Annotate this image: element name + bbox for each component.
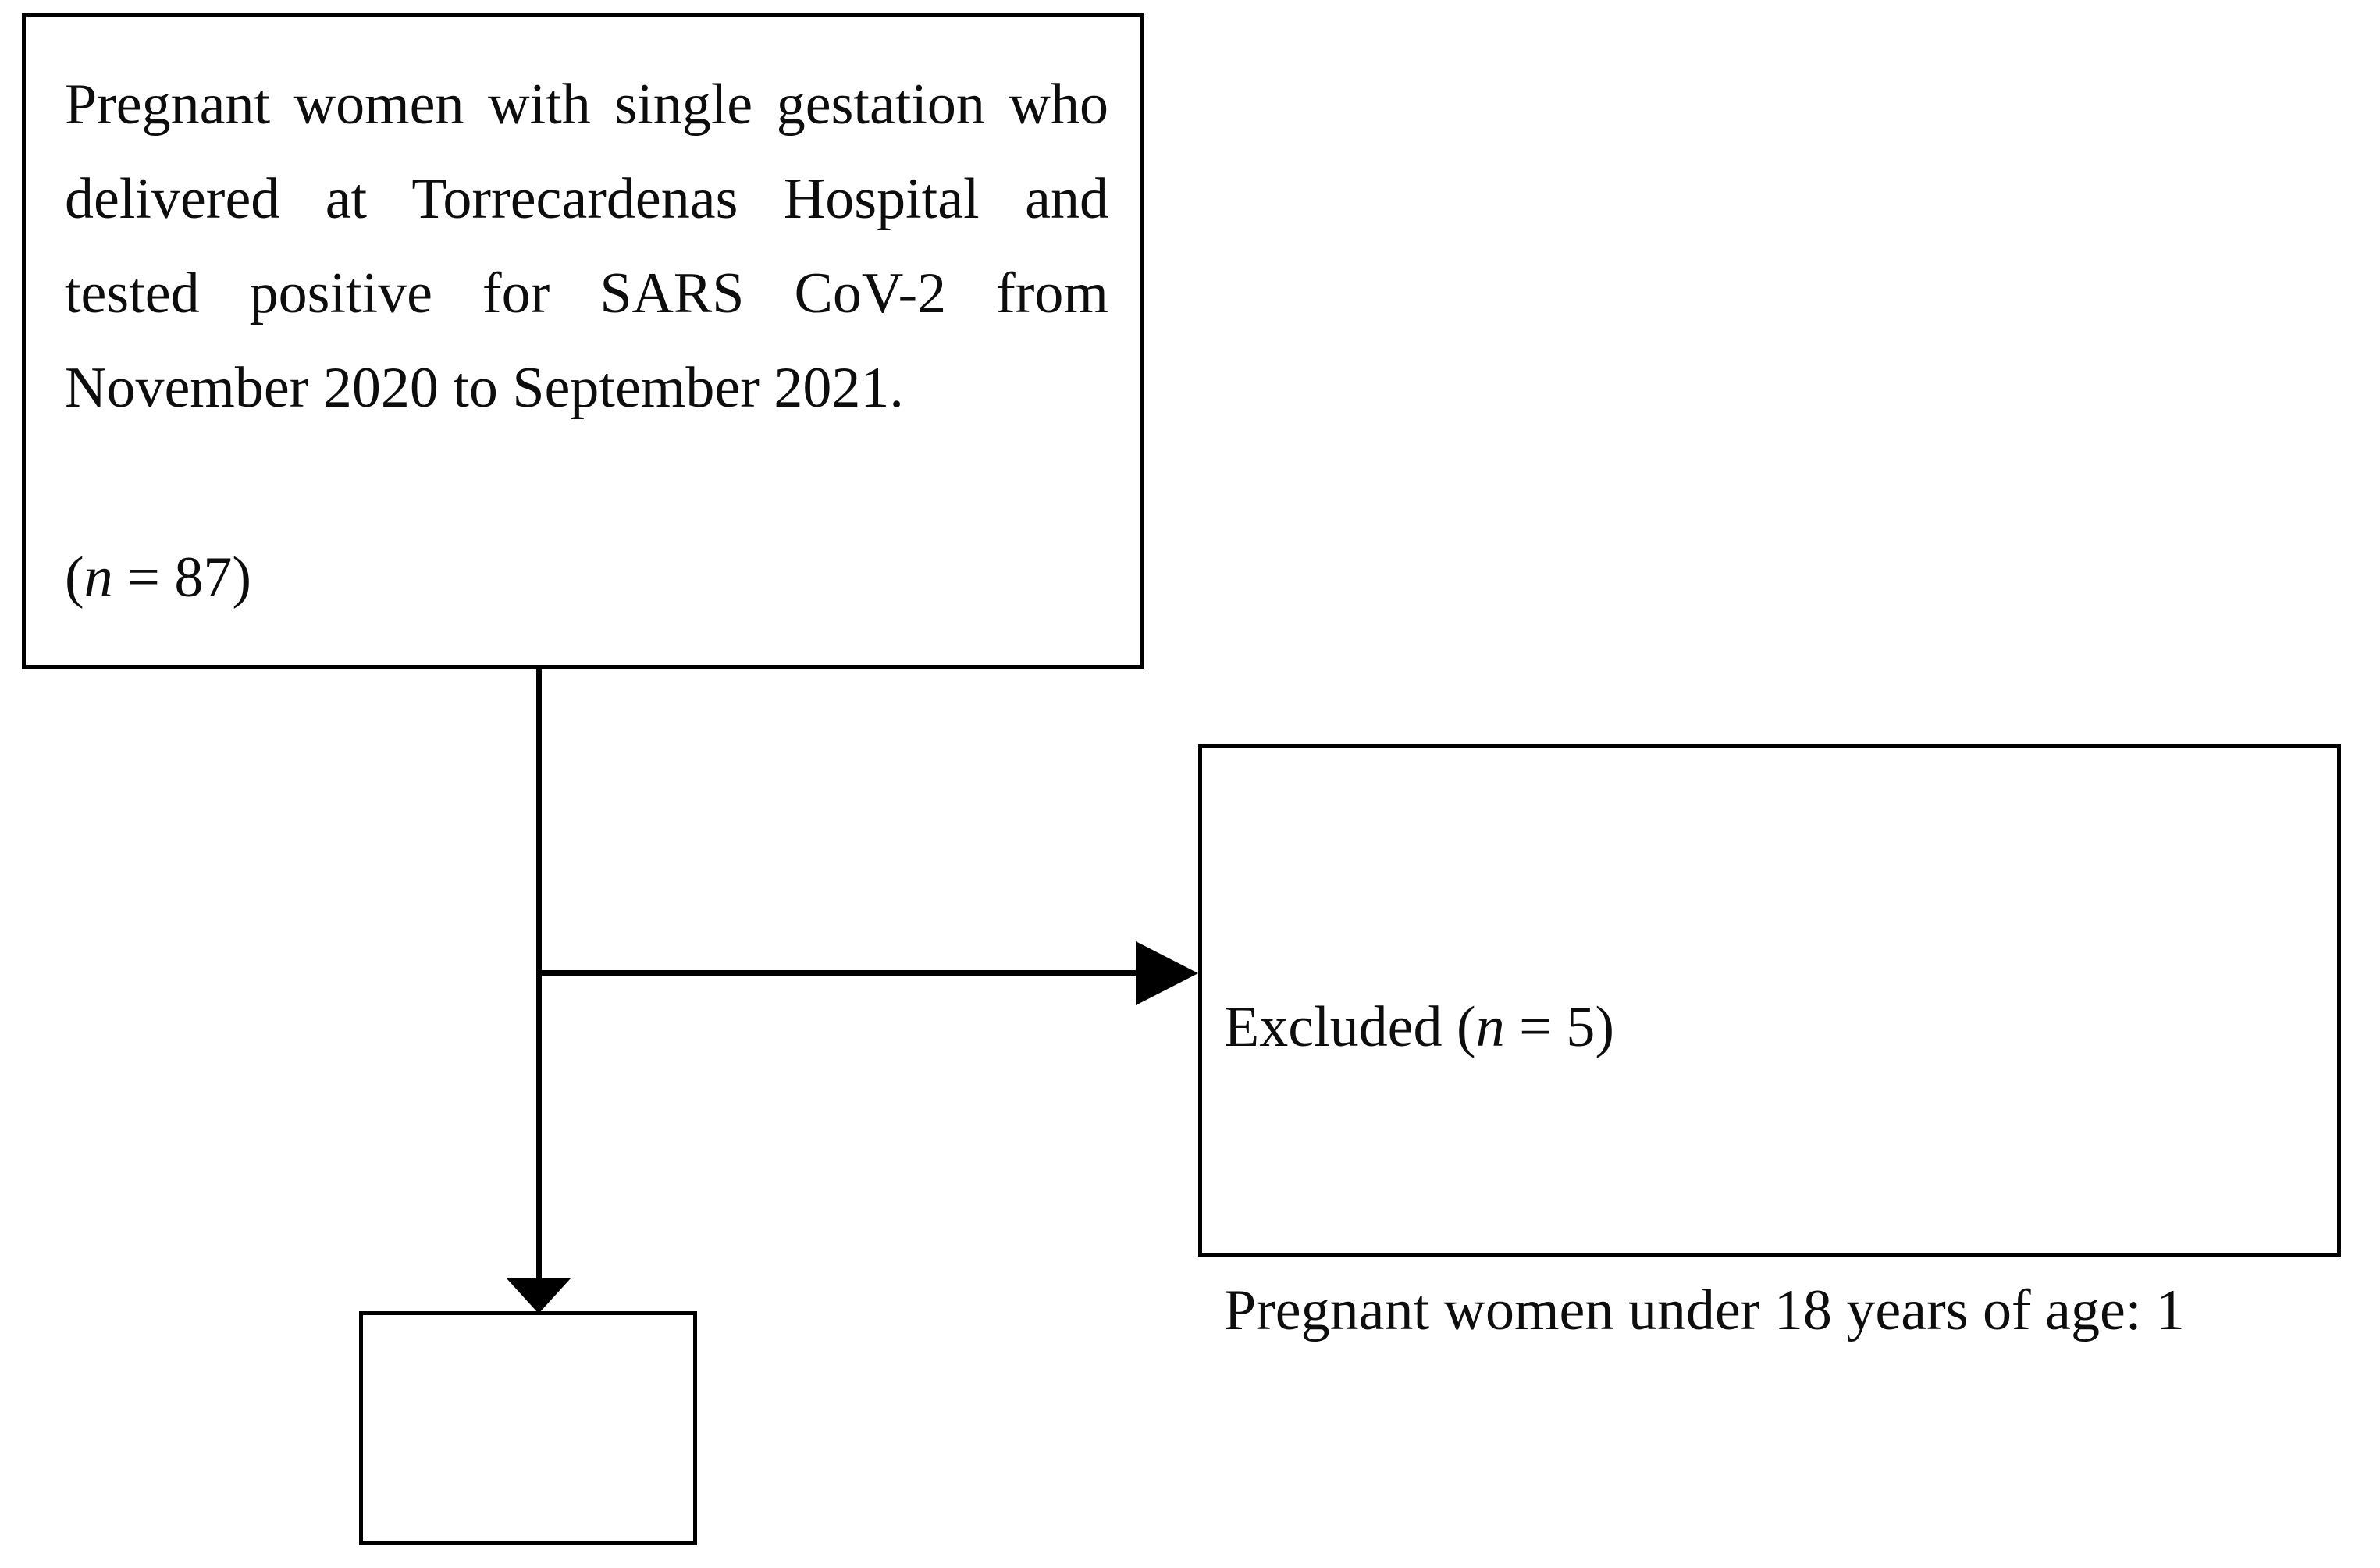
source-population-text: Pregnant women with single gestation who… <box>65 73 1123 420</box>
connector-horizontal-line <box>539 970 1151 976</box>
paren-open: ( <box>65 546 84 610</box>
arrowhead-right-icon <box>1136 941 1198 1005</box>
cases-label: Cases <box>408 1541 689 1568</box>
n-value: 5 <box>1566 995 1596 1059</box>
exclusion-reason: Pregnant women under 18 years of age: 1 <box>1224 1278 2185 1342</box>
paren-close: ) <box>232 546 252 610</box>
paren-close: ) <box>1595 995 1614 1059</box>
n-value: 87 <box>174 546 233 610</box>
equals-sign: = <box>112 546 175 610</box>
excluded-box: Excluded (n = 5) Pregnant women under 18… <box>1198 744 2341 1568</box>
source-population-box: Pregnant women with single gestation who… <box>22 13 1144 669</box>
arrowhead-down-icon <box>507 1278 571 1314</box>
excluded-text-block: Excluded (n = 5) Pregnant women under 18… <box>1224 791 2317 1568</box>
n-symbol: n <box>84 546 113 610</box>
n-symbol: n <box>1475 995 1505 1059</box>
source-population-count: (n = 87) <box>65 531 1108 625</box>
cases-box: Cases (n = 82) <box>359 1311 697 1568</box>
excluded-heading: Excluded (n = 5) <box>1224 980 2317 1075</box>
cases-text-block: Cases (n = 82) <box>408 1353 689 1568</box>
excluded-heading-prefix: Excluded ( <box>1224 995 1476 1059</box>
equals-sign: = <box>1504 995 1567 1059</box>
exclusion-reason: Ingestion of extra vitamin D supplements… <box>1224 1547 2317 1568</box>
